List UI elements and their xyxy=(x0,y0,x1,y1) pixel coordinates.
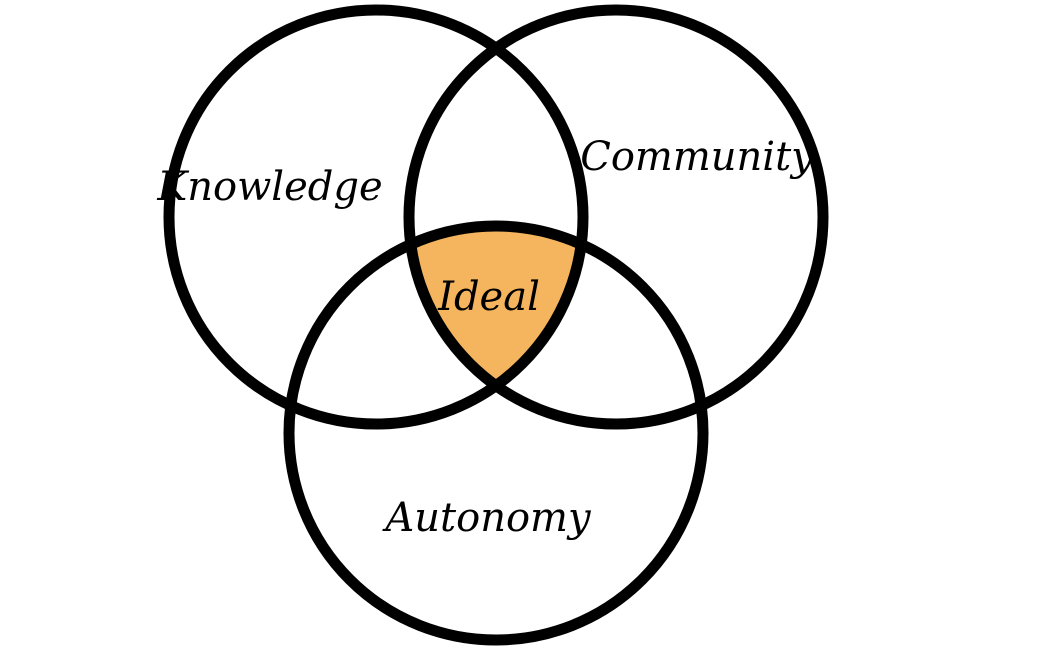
community-circle xyxy=(403,4,829,430)
autonomy-circle xyxy=(283,220,709,646)
knowledge-label: Knowledge xyxy=(156,164,382,210)
knowledge-circle xyxy=(163,4,589,430)
ideal-label: Ideal xyxy=(437,274,540,320)
community-label: Community xyxy=(580,134,815,180)
autonomy-label: Autonomy xyxy=(381,495,592,541)
